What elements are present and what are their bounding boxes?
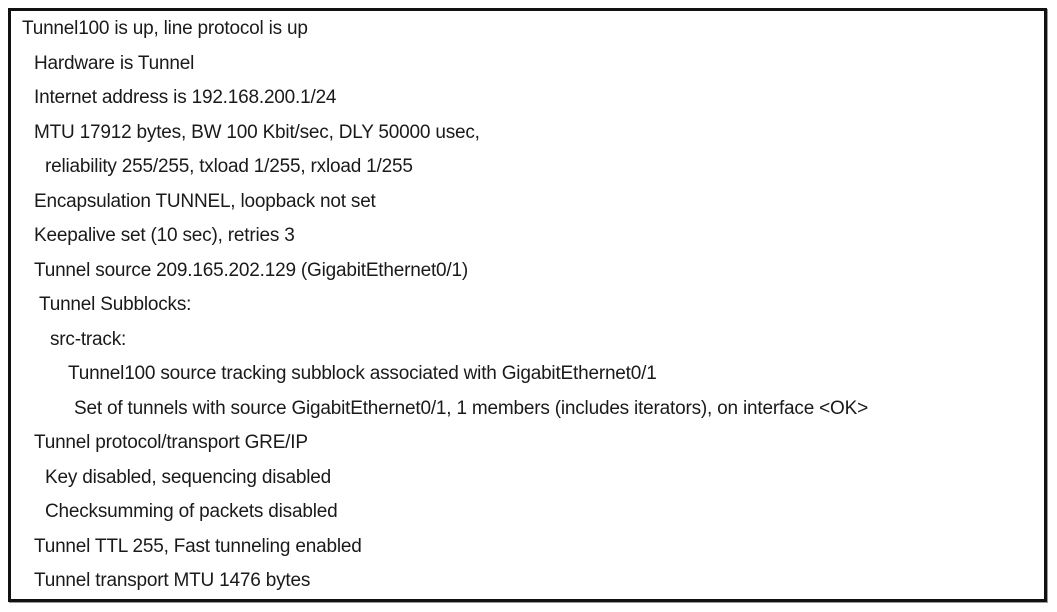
command-output-box: Tunnel100 is up, line protocol is up Har… [8, 8, 1047, 602]
output-line-transport-mtu: Tunnel transport MTU 1476 bytes [34, 570, 311, 591]
output-line-tunnel-subblocks: Tunnel Subblocks: [39, 294, 192, 315]
output-line-keepalive: Keepalive set (10 sec), retries 3 [34, 225, 295, 246]
output-line-internet-address: Internet address is 192.168.200.1/24 [34, 87, 337, 108]
output-line-checksumming: Checksumming of packets disabled [45, 501, 338, 522]
output-line-source-tracking: Tunnel100 source tracking subblock assoc… [68, 363, 657, 384]
output-line-src-track: src-track: [50, 328, 127, 350]
output-line-set-of-tunnels: Set of tunnels with source GigabitEthern… [74, 397, 868, 419]
output-line-tunnel-source: Tunnel source 209.165.202.129 (GigabitEt… [34, 259, 468, 281]
output-line-interface-status: Tunnel100 is up, line protocol is up [22, 18, 308, 39]
output-line-encapsulation: Encapsulation TUNNEL, loopback not set [34, 190, 376, 212]
output-line-tunnel-protocol: Tunnel protocol/transport GRE/IP [34, 432, 308, 453]
output-line-hardware: Hardware is Tunnel [34, 52, 195, 74]
output-line-tunnel-ttl: Tunnel TTL 255, Fast tunneling enabled [34, 535, 362, 557]
output-line-key-sequencing: Key disabled, sequencing disabled [45, 466, 331, 488]
output-line-mtu: MTU 17912 bytes, BW 100 Kbit/sec, DLY 50… [34, 121, 480, 143]
output-line-reliability: reliability 255/255, txload 1/255, rxloa… [45, 156, 413, 177]
